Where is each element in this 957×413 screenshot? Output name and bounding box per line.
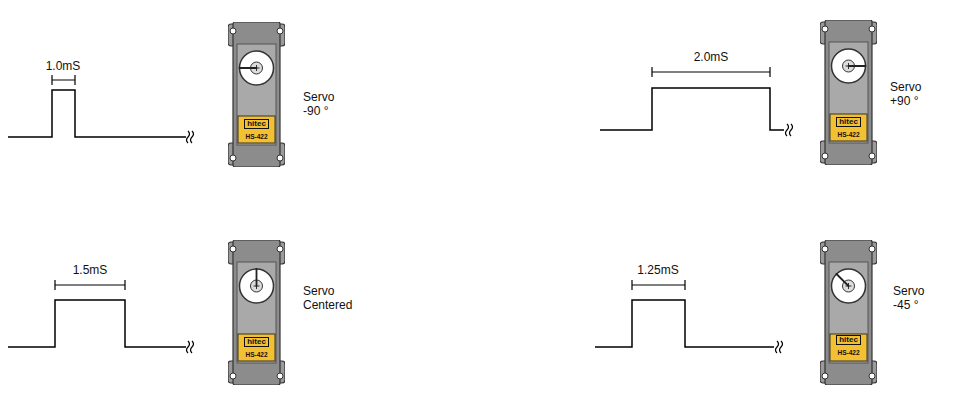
servo-position-label: Servo -45 ° (893, 284, 943, 313)
model-label: HS-422 (837, 131, 859, 138)
servo-body (228, 22, 285, 167)
servo-position-label: Servo -90 ° (303, 90, 353, 119)
brand-label: hitec (244, 337, 269, 348)
pulse-width-label: 2.0mS (694, 50, 729, 64)
servo-body (820, 240, 877, 385)
model-label: HS-422 (245, 133, 267, 140)
pulse-width-label: 1.25mS (637, 263, 678, 277)
servo-body (228, 240, 285, 385)
model-label: HS-422 (837, 349, 859, 356)
servo-position-label: Servo Centered (303, 284, 353, 313)
servo-body (820, 20, 877, 165)
model-label: HS-422 (245, 351, 267, 358)
servo-position-label: Servo +90 ° (890, 80, 940, 109)
servo-horn-arms (240, 66, 866, 286)
brand-label: hitec (244, 119, 269, 130)
brand-label: hitec (836, 335, 861, 346)
pulse-width-label: 1.0mS (46, 59, 81, 73)
pulse-width-label: 1.5mS (73, 263, 108, 277)
brand-label: hitec (836, 117, 861, 128)
pulse-waveforms (8, 67, 793, 353)
